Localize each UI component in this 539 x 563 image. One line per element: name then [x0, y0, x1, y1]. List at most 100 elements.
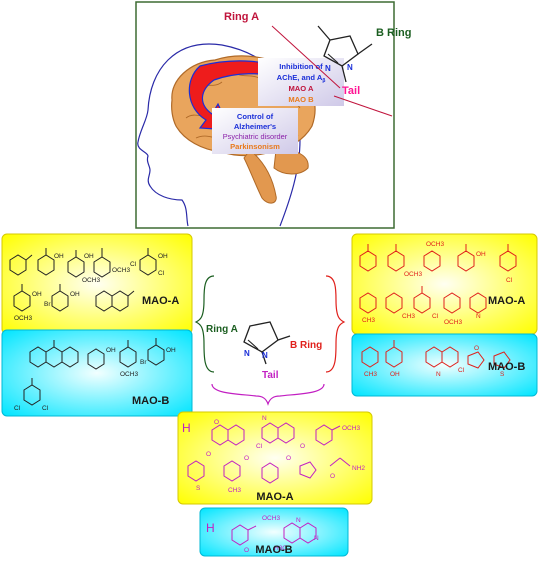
bottom-mao-b-label: MAO-B [255, 544, 292, 556]
substituent-label: Br [44, 301, 51, 308]
substituent-label: CH3 [364, 371, 377, 378]
top-pyrazoline-core: N N Ring A B Ring Tail [224, 11, 411, 117]
atom-n-label: N [262, 351, 268, 360]
left-mao-b-label: MAO-B [132, 395, 169, 407]
left-mao-a-label: MAO-A [142, 295, 179, 307]
bottom-substituent-labels: O N Cl OCH3 O O S O CH3 O O NH2 OCH3 N N… [196, 415, 365, 554]
substituent-label: H3C [274, 545, 287, 552]
inhibition-line4: MAO B [288, 95, 314, 104]
substituent-label: O [300, 443, 305, 450]
left-structures [9, 248, 165, 406]
left-panel: OH OH OCH3 OCH3 Cl OH Cl OH OH Br OCH3 O… [1, 233, 193, 417]
top-b-ring-label: B Ring [376, 27, 411, 39]
substituent-label: S [196, 485, 201, 492]
substituent-label: Br [140, 359, 147, 366]
bottom-mao-b-panel [199, 507, 349, 557]
control-line3: Psychiatric disorder [223, 132, 288, 141]
pyrazoline-ring [243, 321, 279, 353]
substituent-label: OH [390, 371, 400, 378]
atom-n-label: N [347, 63, 353, 72]
control-line2: Alzheimer's [234, 122, 276, 131]
substituent-label: O [244, 547, 249, 554]
substituent-label: OCH3 [444, 319, 462, 326]
substituent-label: S [500, 371, 505, 378]
bottom-panel: O N Cl OCH3 O O S O CH3 O O NH2 OCH3 N N… [177, 411, 373, 557]
atom-n-label: N [244, 349, 250, 358]
tail-guide-line [333, 95, 393, 117]
right-structures [359, 244, 517, 369]
substituent-label: O [244, 455, 249, 462]
left-brace [194, 275, 215, 373]
control-box [212, 108, 298, 154]
substituent-label: OCH3 [82, 277, 100, 284]
center-core: N N Ring A B Ring Tail [194, 275, 346, 406]
substituent-label: OCH3 [14, 315, 32, 322]
inhibition-line3: MAO A [288, 84, 314, 93]
substituent-label: OH [166, 347, 176, 354]
ring-a-guide-line [271, 25, 341, 89]
left-substituent-labels: OH OH OCH3 OCH3 Cl OH Cl OH OH Br OCH3 O… [14, 253, 176, 412]
substituent-label: OCH3 [404, 271, 422, 278]
substituent-label: Cl [256, 443, 263, 450]
bottom-structures [187, 422, 351, 546]
brain-stem [243, 149, 277, 204]
bottom-mao-b-h-label: H [206, 521, 215, 535]
right-panel: OCH3 OCH3 OH Cl CH3 CH3 Cl OCH3 N CH3 OH… [351, 233, 538, 397]
substituent-label: CH3 [362, 317, 375, 324]
inhibition-line1: Inhibition of [279, 62, 323, 71]
substituent-label: O [286, 455, 291, 462]
substituent-label: NH2 [352, 465, 365, 472]
inhibition-line2: AChE, and Aβ [277, 73, 326, 84]
control-line4: Parkinsonism [230, 142, 280, 151]
substituent-label: O [474, 345, 479, 352]
center-ring-a-label: Ring A [206, 324, 238, 335]
substituent-label: CH3 [402, 313, 415, 320]
substituent-label: OCH3 [426, 241, 444, 248]
center-b-ring-label: B Ring [290, 340, 322, 351]
substituent-label: Cl [506, 277, 513, 284]
top-tail-label: Tail [342, 85, 360, 97]
substituent-label: OH [476, 251, 486, 258]
substituent-label: OCH3 [112, 267, 130, 274]
substituent-label: N [314, 535, 319, 542]
substituent-label: OCH3 [342, 425, 360, 432]
substituent-label: OH [106, 347, 116, 354]
control-line1: Control of [237, 112, 274, 121]
center-tail-label: Tail [262, 370, 279, 381]
substituent-label: N [262, 415, 267, 422]
pyrazoline-ring [323, 35, 359, 67]
substituent-label: N [296, 517, 301, 524]
substituent-label: OCH3 [262, 515, 280, 522]
top-ring-a-label: Ring A [224, 11, 259, 23]
substituent-label: O [330, 473, 335, 480]
substituent-label: OH [54, 253, 64, 260]
substituent-label: CH3 [228, 487, 241, 494]
substituent-label: O [214, 419, 219, 426]
substituent-label: OH [84, 253, 94, 260]
inhibition-box [258, 58, 344, 106]
bottom-mao-a-h-label: H [182, 421, 191, 435]
top-panel: Inhibition of AChE, and Aβ MAO A MAO B C… [135, 1, 411, 229]
substituent-label: Cl [42, 405, 49, 412]
substituent-label: Cl [130, 261, 137, 268]
substituent-label: OCH3 [120, 371, 138, 378]
right-mao-b-label: MAO-B [488, 361, 525, 373]
substituent-label: OH [158, 253, 168, 260]
substituent-label: OH [32, 291, 42, 298]
bottom-brace [211, 383, 325, 406]
substituent-label: Cl [432, 313, 439, 320]
left-mao-b-panel [1, 329, 193, 417]
substituent-label: O [206, 451, 211, 458]
right-brace [325, 275, 346, 373]
bottom-mao-a-panel [177, 411, 373, 505]
substituent-label: OH [70, 291, 80, 298]
substituent-label: Cl [158, 270, 165, 277]
substituent-label: Cl [458, 367, 465, 374]
bottom-mao-a-label: MAO-A [256, 491, 293, 503]
substituent-label: N [436, 371, 441, 378]
right-mao-a-label: MAO-A [488, 295, 525, 307]
right-substituent-labels: OCH3 OCH3 OH Cl CH3 CH3 Cl OCH3 N CH3 OH… [362, 241, 513, 378]
substituent-label: Cl [14, 405, 21, 412]
atom-n-label: N [325, 64, 331, 73]
